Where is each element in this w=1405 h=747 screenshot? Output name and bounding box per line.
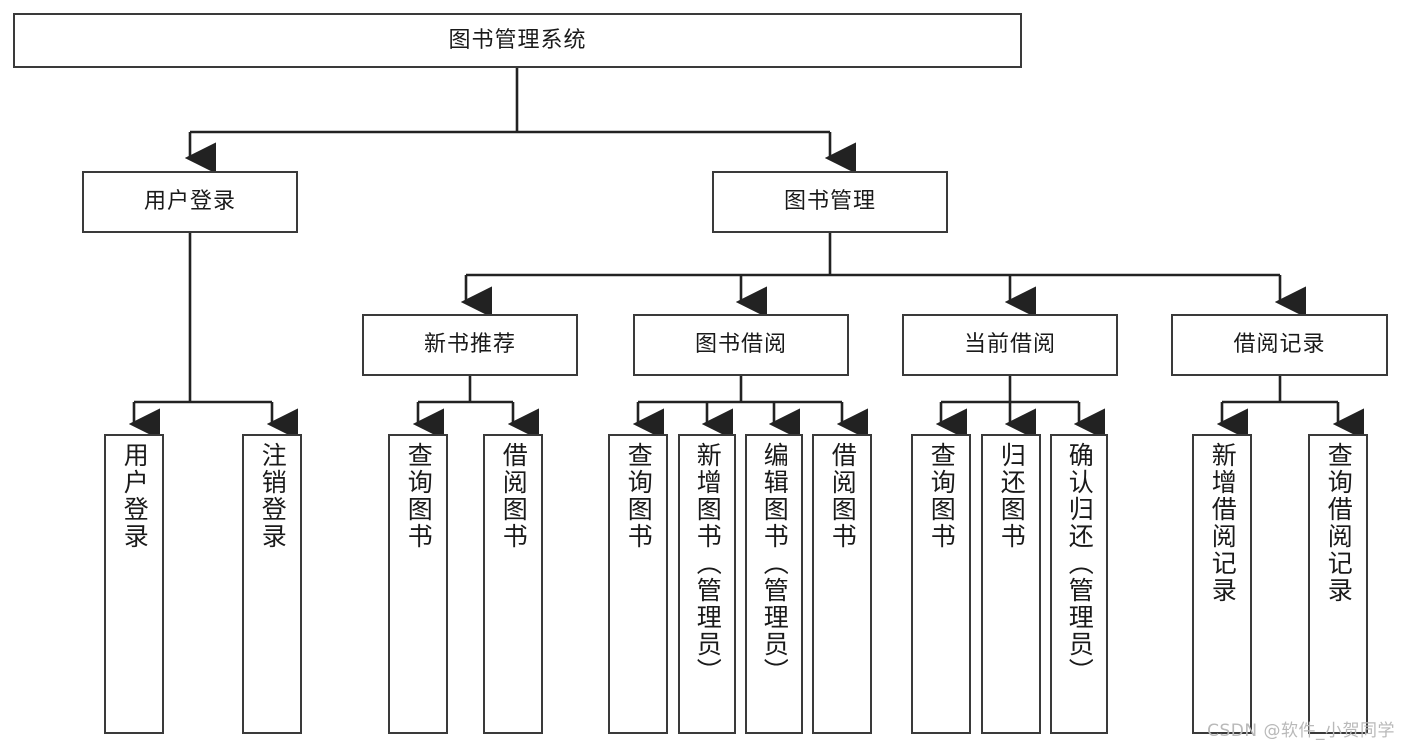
leaf-query-book-new-label: 查询图书 [404,442,434,550]
leaf-user-login[interactable]: 用户登录 [104,434,164,734]
node-book-borrow[interactable]: 图书借阅 [633,314,849,376]
leaf-add-book-admin[interactable]: 新增图书（管理员） [678,434,736,734]
leaf-add-borrow-record[interactable]: 新增借阅记录 [1192,434,1252,734]
leaf-borrow-book-new-label: 借阅图书 [499,442,529,550]
leaf-borrow-book-label: 借阅图书 [828,442,858,550]
node-new-book-recommend-label: 新书推荐 [423,332,516,358]
leaf-query-book-new[interactable]: 查询图书 [388,434,448,734]
node-root[interactable]: 图书管理系统 [13,13,1022,68]
leaf-borrow-book[interactable]: 借阅图书 [812,434,872,734]
leaf-borrow-book-new[interactable]: 借阅图书 [483,434,543,734]
node-borrow-record[interactable]: 借阅记录 [1171,314,1388,376]
leaf-query-borrow-record[interactable]: 查询借阅记录 [1308,434,1368,734]
leaf-confirm-return-admin[interactable]: 确认归还（管理员） [1050,434,1108,734]
leaf-query-book-borrow-label: 查询图书 [624,442,654,550]
leaf-logout-label: 注销登录 [258,442,288,550]
leaf-return-book-label: 归还图书 [997,442,1027,550]
leaf-edit-book-admin-label: 编辑图书（管理员） [760,442,790,685]
leaf-edit-book-admin[interactable]: 编辑图书（管理员） [745,434,803,734]
node-book-management[interactable]: 图书管理 [712,171,948,233]
leaf-user-login-label: 用户登录 [120,442,150,550]
leaf-query-book-current[interactable]: 查询图书 [911,434,971,734]
leaf-logout[interactable]: 注销登录 [242,434,302,734]
node-current-borrow[interactable]: 当前借阅 [902,314,1118,376]
node-root-label: 图书管理系统 [448,27,587,53]
node-book-management-label: 图书管理 [783,189,876,215]
node-borrow-record-label: 借阅记录 [1233,332,1326,358]
node-user-login[interactable]: 用户登录 [82,171,298,233]
leaf-add-book-admin-label: 新增图书（管理员） [693,442,723,685]
leaf-query-book-borrow[interactable]: 查询图书 [608,434,668,734]
watermark: CSDN @软件_小贺同学 [1207,721,1395,741]
leaf-query-borrow-record-label: 查询借阅记录 [1324,442,1354,604]
leaf-query-book-current-label: 查询图书 [927,442,957,550]
leaf-add-borrow-record-label: 新增借阅记录 [1208,442,1238,604]
leaf-confirm-return-admin-label: 确认归还（管理员） [1065,442,1095,685]
node-user-login-label: 用户登录 [143,189,236,215]
node-new-book-recommend[interactable]: 新书推荐 [362,314,578,376]
leaf-return-book[interactable]: 归还图书 [981,434,1041,734]
node-current-borrow-label: 当前借阅 [963,332,1056,358]
node-book-borrow-label: 图书借阅 [694,332,787,358]
